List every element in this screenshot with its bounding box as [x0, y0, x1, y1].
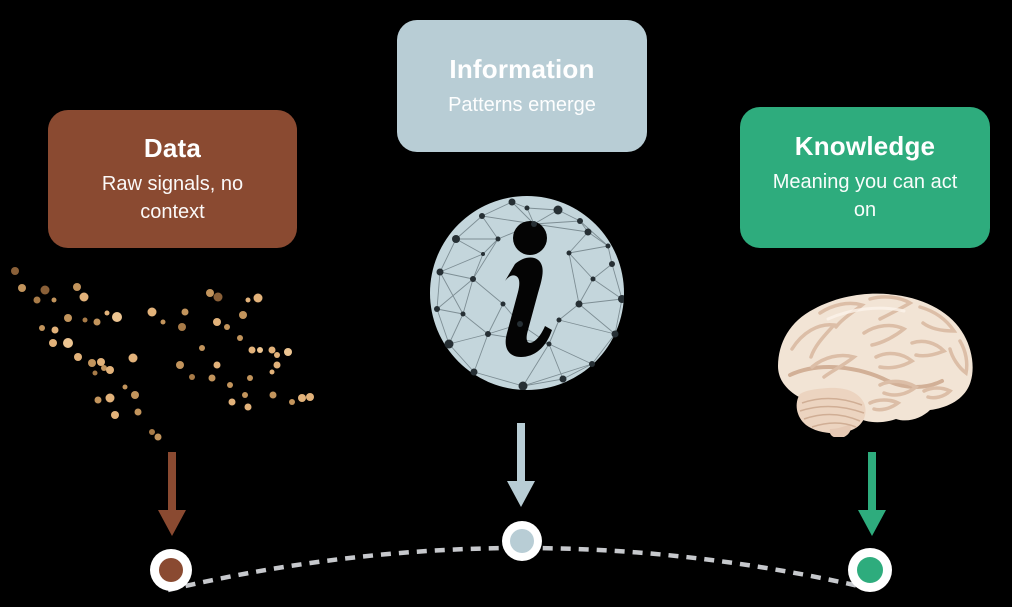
- timeline-node-information-dot: [510, 529, 534, 553]
- timeline-node-information: [502, 521, 542, 561]
- stage-subtitle-data: Raw signals, no context: [101, 172, 244, 223]
- brain-stem: [829, 424, 851, 437]
- timeline-node-knowledge-dot: [857, 557, 883, 583]
- cerebellum-striations: [799, 397, 865, 428]
- brain-lateral-sulcus: [788, 365, 944, 389]
- brain-highlight: [826, 306, 906, 321]
- stage-title-data: Data: [143, 132, 202, 163]
- info-network-icon: [430, 196, 624, 390]
- stage-title-information: Information: [449, 53, 595, 84]
- stage-title-knowledge: Knowledge: [794, 131, 936, 161]
- stage-subtitle-information: Patterns emerge: [448, 93, 596, 116]
- info-glyph: [505, 221, 552, 357]
- stage-card-information: Information Patterns emerge: [397, 20, 647, 152]
- network-nodes: [434, 198, 624, 390]
- network-edges: [436, 201, 623, 387]
- timeline-node-knowledge: [848, 548, 892, 592]
- stage-subtitle-knowledge: Meaning you can act on: [772, 171, 958, 221]
- timeline-node-data-dot: [159, 558, 183, 582]
- brain-image: [778, 293, 973, 437]
- flow-arrow-knowledge: [858, 452, 886, 536]
- flow-arrow-data: [158, 452, 186, 536]
- brain-gyri: [790, 295, 969, 412]
- flow-arrow-information: [507, 423, 535, 507]
- stage-card-knowledge: Knowledge Meaning you can act on: [740, 107, 990, 248]
- timeline-node-data: [150, 549, 192, 591]
- stage-card-data: Data Raw signals, no context: [48, 110, 297, 248]
